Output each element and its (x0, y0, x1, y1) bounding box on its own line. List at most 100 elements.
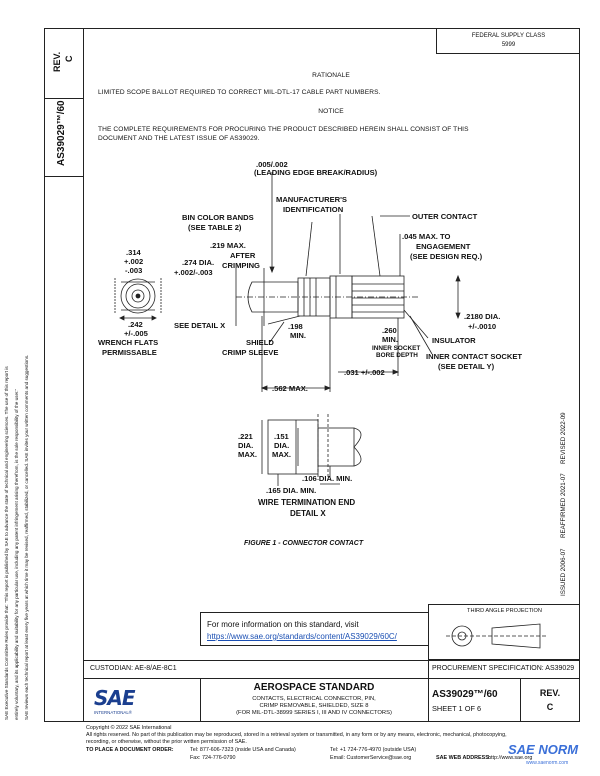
standard-title-line: CONTACTS, ELECTRICAL CONNECTOR, PIN, (252, 696, 376, 702)
engagement-label: (SEE DESIGN REQ.) (410, 252, 483, 261)
title-block-divider (520, 678, 521, 722)
dim-031-label: .031 +/-.002 (344, 368, 385, 377)
phone-international: Tel: +1 724-776-4970 (outside USA) (330, 747, 417, 753)
bore-depth-label: INNER SOCKET (372, 345, 421, 352)
dia-106-label: .106 DIA. MIN. (302, 474, 353, 483)
notice-text-line: THE COMPLETE REQUIREMENTS FOR PROCURING … (98, 126, 469, 133)
bore-depth-label: BORE DEPTH (376, 352, 418, 359)
web-address[interactable]: http://www.sae.org (488, 755, 533, 761)
title-block-divider (428, 660, 429, 722)
info-box: For more information on this standard, v… (200, 612, 428, 646)
end-view-center (135, 293, 141, 299)
dim-314-label: .314 (126, 248, 141, 257)
rights-text: All rights reserved. No part of this pub… (86, 732, 507, 738)
revision-value: C (546, 702, 554, 712)
web-label: SAE WEB ADDRESS: (436, 755, 491, 761)
inner-socket-label: INNER CONTACT SOCKET (426, 352, 523, 361)
detail-x-end (317, 427, 355, 467)
dim-314-label: +.002 (124, 257, 144, 266)
watermark-subtext: www.saenorm.com (526, 760, 569, 766)
outer-contact-label: OUTER CONTACT (412, 212, 478, 221)
dia-151-label: .151 (274, 432, 289, 441)
dim-260-label: MIN. (382, 335, 399, 344)
manufacturer-id-label: IDENTIFICATION (283, 205, 344, 214)
see-detail-x-label: SEE DETAIL X (174, 321, 226, 330)
standard-title: CONTACTS, ELECTRICAL CONNECTOR, PIN, CRI… (200, 696, 428, 717)
rationale-text: LIMITED SCOPE BALLOT REQUIRED TO CORRECT… (98, 89, 381, 96)
info-text: For more information on this standard, v… (207, 620, 359, 629)
end-view-inner-circle (131, 289, 145, 303)
order-label: TO PLACE A DOCUMENT ORDER: (86, 747, 174, 753)
left-margin-strip (44, 28, 84, 722)
dim-198-label: .198 (288, 322, 303, 331)
title-block-divider (200, 678, 201, 722)
revision-label: REV. (539, 688, 561, 698)
dia-165-label: .165 DIA. MIN. (266, 486, 317, 495)
title-block-border (84, 660, 580, 661)
engagement-label: ENGAGEMENT (416, 242, 471, 251)
supply-class-label: FEDERAL SUPPLY CLASS (471, 33, 546, 39)
dia-221-label: MAX. (238, 450, 257, 459)
watermark-text: SAE NORM (508, 742, 579, 757)
sae-logo-text: SAE (94, 686, 136, 710)
detail-x-label: DETAIL X (290, 509, 326, 518)
shield-sleeve-label: CRIMP SLEEVE (222, 348, 279, 357)
dim-242-label: .242 (128, 320, 143, 329)
custodian-label: CUSTODIAN: AE-8/AE-8C1 (90, 665, 177, 672)
dim-314-label: -.003 (125, 266, 143, 275)
dim-198-label: MIN. (290, 331, 307, 340)
standard-link[interactable]: https://www.sae.org/standards/content/AS… (207, 632, 397, 641)
figure-caption: FIGURE 1 - CONNECTOR CONTACT (244, 540, 364, 547)
standard-title-line: CRIMP REMOVABLE, SHIELDED, SIZE 8 (259, 703, 369, 709)
max-219-label: .219 MAX. (210, 241, 246, 250)
crimp-sleeve-outline (247, 281, 299, 313)
sae-logo: SAE INTERNATIONAL® (94, 686, 154, 718)
dia-151-label: DIA. (274, 441, 290, 450)
dia-2180-label: +/-.0010 (468, 322, 497, 331)
max-219-label: AFTER (230, 251, 256, 260)
shield-sleeve-label: SHIELD (246, 338, 274, 347)
insulator-label: INSULATOR (432, 336, 476, 345)
standard-type: AEROSPACE STANDARD (253, 682, 375, 693)
projection-box: THIRD ANGLE PROJECTION (428, 604, 580, 660)
sae-logo-subtext: INTERNATIONAL® (94, 710, 133, 715)
wire-termination-label: WIRE TERMINATION END (258, 498, 356, 507)
bin-color-label: (SEE TABLE 2) (188, 223, 242, 232)
strip-divider (44, 98, 84, 99)
inner-socket-label: (SEE DETAIL Y) (438, 362, 495, 371)
notice-text-line: DOCUMENT AND THE LATEST ISSUE OF AS39029… (98, 135, 260, 142)
phone-usa: Tel: 877-606-7323 (inside USA and Canada… (190, 747, 296, 753)
projection-label: THIRD ANGLE PROJECTION (467, 608, 542, 614)
dia-221-label: .221 (238, 432, 253, 441)
dim-562-label: .562 MAX. (272, 384, 308, 393)
document-number: AS39029™/60 (432, 689, 498, 700)
engagement-label: .045 MAX. TO (402, 232, 451, 241)
standard-title-line: (FOR MIL-DTL-38999 SERIES I, III AND IV … (236, 710, 392, 716)
max-219-label: CRIMPING (222, 261, 260, 270)
notice-heading: NOTICE (318, 108, 344, 115)
dim-260-label: .260 (382, 326, 397, 335)
dia-221-label: DIA. (238, 441, 254, 450)
end-view-outer-circle (120, 278, 156, 314)
end-view-middle-circle (125, 283, 151, 309)
sheet-number: SHEET 1 OF 6 (432, 704, 482, 713)
dim-242-label: +/-.005 (124, 329, 148, 338)
fax-number: Fax: 724-776-0790 (190, 755, 236, 761)
wrench-flats-label: WRENCH FLATS (98, 338, 159, 347)
page-frame (44, 28, 580, 722)
dia-151-label: MAX. (272, 450, 291, 459)
strip-divider (44, 176, 84, 177)
bin-color-label: BIN COLOR BANDS (182, 213, 254, 222)
dia-2180-label: .2180 DIA. (464, 312, 501, 321)
detail-x-wire-break (353, 427, 362, 467)
rights-text: recording, or otherwise, without the pri… (86, 739, 247, 745)
procurement-label: PROCUREMENT SPECIFICATION: AS39029 (432, 665, 575, 672)
edge-break-label: (LEADING EDGE BREAK/RADIUS) (254, 168, 378, 177)
email-address[interactable]: Email: CustomerService@sae.org (330, 755, 412, 761)
rationale-heading: RATIONALE (312, 72, 350, 79)
edge-break-label: .005/.002 (256, 160, 288, 169)
supply-class-stamp: FEDERAL SUPPLY CLASS 5999 (436, 28, 580, 54)
copyright: Copyright © 2022 SAE International (86, 725, 172, 731)
supply-class-value: 5999 (501, 42, 516, 48)
